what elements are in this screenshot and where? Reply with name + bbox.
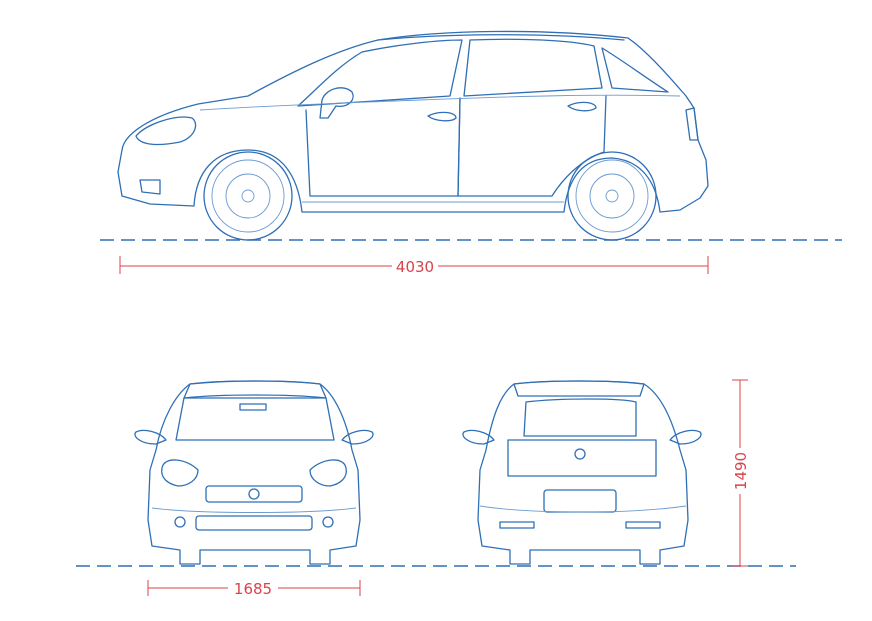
front-mirror-left bbox=[134, 429, 167, 445]
front-upper-grille bbox=[205, 485, 303, 503]
height-label: 1490 bbox=[732, 452, 750, 490]
side-rear-window bbox=[463, 38, 603, 97]
rear-tailgate bbox=[507, 439, 657, 477]
front-fog-left bbox=[174, 516, 186, 528]
width-dimension: 1685 bbox=[147, 580, 361, 598]
front-badge bbox=[248, 488, 260, 500]
side-view bbox=[117, 30, 709, 241]
rear-window bbox=[523, 398, 637, 437]
front-lower-grille bbox=[195, 515, 313, 531]
rear-badge bbox=[574, 448, 586, 460]
side-taillight bbox=[685, 107, 699, 141]
side-rear-wheel bbox=[567, 151, 657, 241]
rear-plate-recess bbox=[543, 489, 617, 513]
rear-bumper-line bbox=[479, 505, 687, 513]
side-rear-handle bbox=[567, 101, 597, 112]
side-front-intake bbox=[139, 179, 161, 195]
front-rear-view-mirror bbox=[239, 403, 267, 411]
rear-mirror-left bbox=[462, 429, 495, 445]
side-headlight bbox=[135, 116, 197, 146]
front-headlight-left bbox=[161, 459, 199, 487]
rear-reflector-left bbox=[499, 521, 535, 529]
rear-reflector-right bbox=[625, 521, 661, 529]
height-dimension: 1490 bbox=[732, 379, 750, 567]
side-mirror bbox=[319, 87, 354, 119]
width-label: 1685 bbox=[234, 580, 272, 598]
rear-mirror-right bbox=[669, 429, 702, 445]
length-label: 4030 bbox=[396, 258, 434, 276]
rear-view bbox=[462, 380, 702, 565]
front-view bbox=[134, 380, 374, 565]
side-belt-line bbox=[199, 94, 681, 111]
side-roof-rail bbox=[377, 34, 625, 41]
front-roof bbox=[183, 380, 327, 399]
rear-spoiler bbox=[513, 380, 645, 397]
front-bumper-line bbox=[151, 507, 357, 513]
front-fog-right bbox=[322, 516, 334, 528]
side-front-wheel bbox=[203, 151, 293, 241]
front-mirror-right bbox=[341, 429, 374, 445]
front-headlight-right bbox=[309, 459, 347, 487]
front-windshield bbox=[175, 394, 335, 441]
side-front-window bbox=[297, 39, 463, 107]
side-quarter-window bbox=[601, 47, 669, 93]
side-front-handle bbox=[427, 111, 457, 122]
length-dimension: 4030 bbox=[119, 256, 709, 276]
